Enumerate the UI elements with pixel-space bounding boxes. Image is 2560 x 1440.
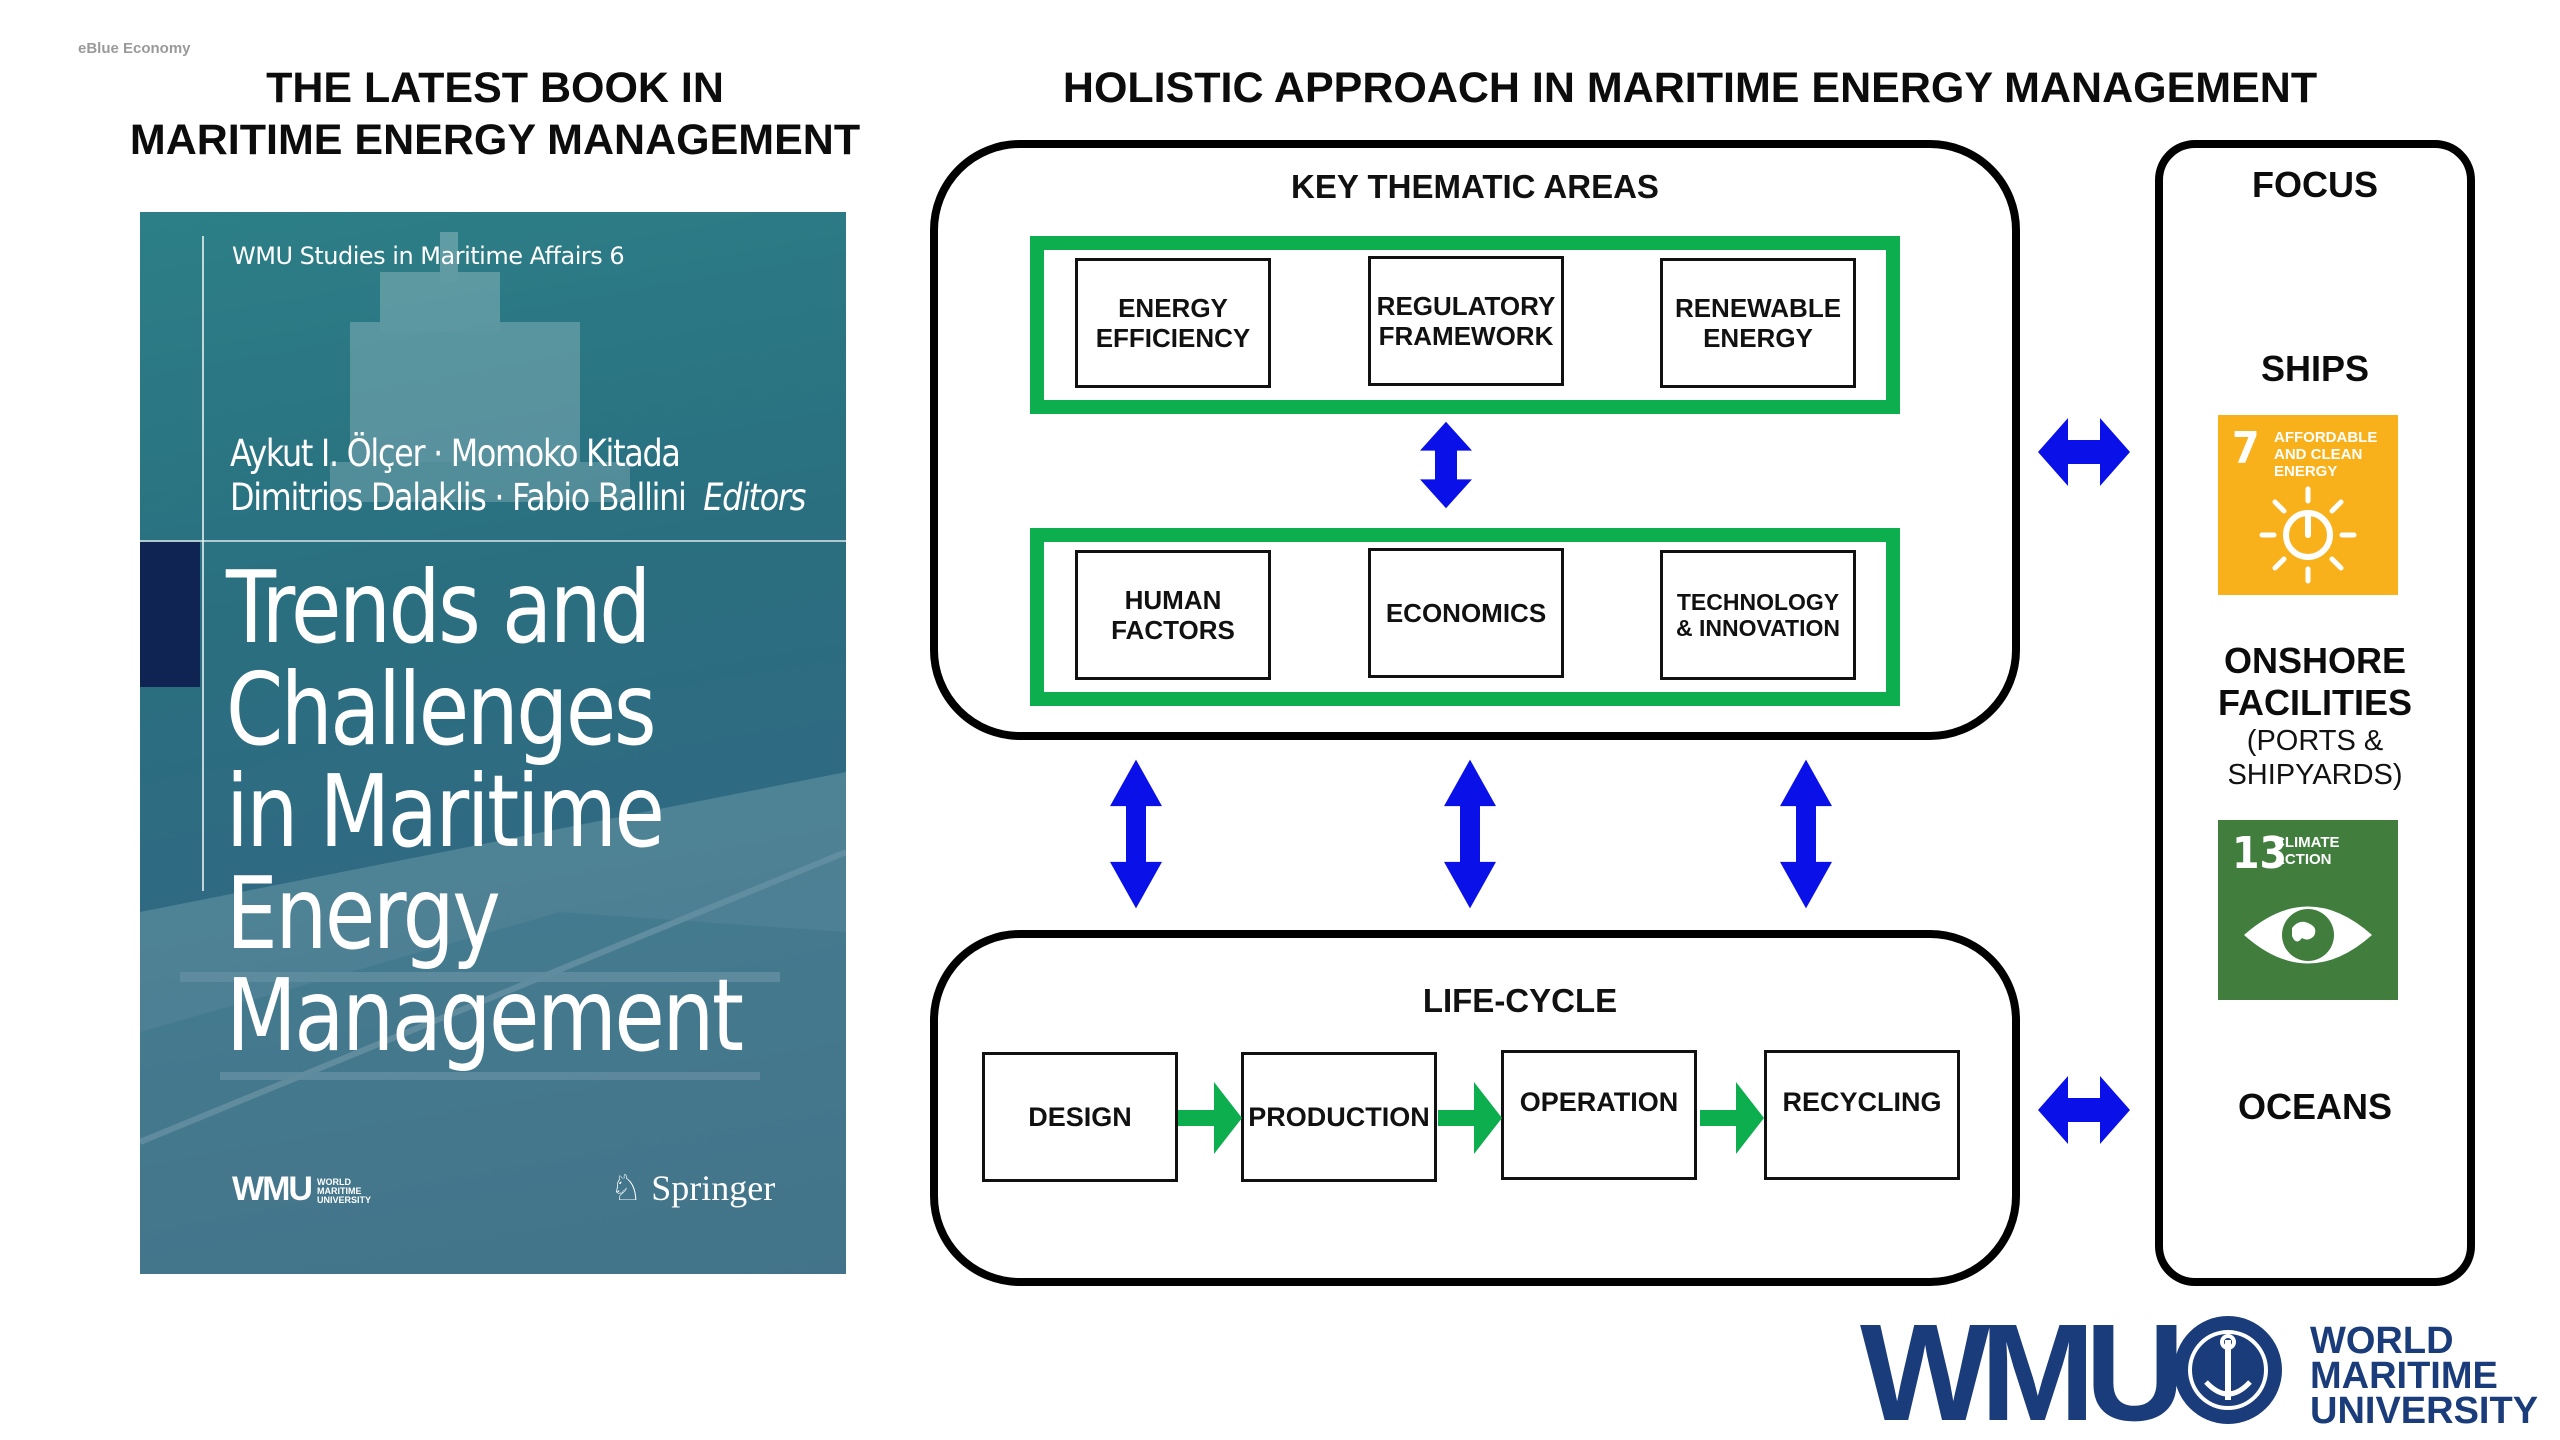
vertical-double-arrow [1110, 759, 1162, 909]
sdg13-number: 13 [2232, 828, 2288, 879]
stage-production: PRODUCTION [1241, 1052, 1437, 1182]
springer-logo: ♘ Springer [610, 1167, 775, 1209]
vertical-double-arrow [1444, 759, 1496, 909]
theme-energy-efficiency: ENERGY EFFICIENCY [1075, 258, 1271, 388]
flow-arrow [1178, 1082, 1242, 1154]
book-title-line: Energy [226, 855, 501, 972]
key-thematic-areas-title: KEY THEMATIC AREAS [1291, 168, 1659, 205]
theme-renewable-energy: RENEWABLE ENERGY [1660, 258, 1856, 388]
focus-title: FOCUS [2252, 164, 2378, 205]
theme-technology-innovation: TECHNOLOGY & INNOVATION [1660, 550, 1856, 680]
vertical-double-arrow [1780, 759, 1832, 909]
power-sun-icon [2259, 486, 2357, 584]
book-title-line: Challenges [226, 651, 657, 768]
wmu-logo-line2: MARITIME [2310, 1355, 2498, 1397]
sdg7-affordable-clean-energy-icon: 7 AFFORDABLE AND CLEAN ENERGY [2218, 415, 2398, 595]
publisher-name: Springer [651, 1168, 776, 1208]
book-title-line: Management [226, 957, 744, 1074]
focus-onshore-sub: (PORTS & SHIPYARDS) [2155, 724, 2475, 792]
focus-onshore-line1: ONSHORE [2223, 640, 2407, 681]
cover-wmu-small: WORLD MARITIME UNIVERSITY [316, 1176, 371, 1205]
theme-human-factors: HUMAN FACTORS [1075, 550, 1271, 680]
watermark: eBlue Economy [78, 40, 191, 57]
eye-globe-icon [2244, 906, 2372, 964]
ship-photo-illustration [140, 232, 846, 1274]
wmu-logo-line1: WORLD [2310, 1320, 2454, 1362]
sdg7-label: AFFORDABLE AND CLEAN ENERGY [2274, 429, 2378, 480]
focus-onshore: ONSHORE FACILITIES [2155, 640, 2475, 724]
focus-onshore-line2: FACILITIES [2217, 682, 2412, 723]
wmu-logo-text: WORLD MARITIME UNIVERSITY [2310, 1320, 2539, 1432]
book-title-line: Trends and [226, 549, 651, 666]
focus-ships: SHIPS [2260, 348, 2370, 389]
book-title-line: in Maritime [226, 753, 665, 870]
book-authors-line1: Aykut I. Ölçer · Momoko Kitada [230, 432, 681, 475]
theme-regulatory-framework: REGULATORY FRAMEWORK [1368, 256, 1564, 386]
wmu-mark-text: WMU [1860, 1310, 2177, 1430]
stage-recycling: RECYCLING [1764, 1050, 1960, 1180]
focus-oceans: OCEANS [2237, 1086, 2393, 1127]
flow-arrow [1700, 1082, 1764, 1154]
cover-navy-block [140, 542, 200, 687]
book-title: Trends and Challenges in Maritime Energy… [226, 549, 744, 1074]
book-authors: Aykut I. Ölçer · Momoko Kitada Dimitrios… [230, 432, 806, 520]
flow-arrow [1438, 1082, 1502, 1154]
sdg7-number: 7 [2232, 423, 2260, 474]
wmu-logo: WMU [1860, 1296, 2290, 1440]
sdg13-label: CLIMATE ACTION [2274, 834, 2340, 868]
focus-box [2155, 140, 2475, 1286]
wmu-mark-icon: WMU [1860, 1296, 2282, 1440]
right-heading: HOLISTIC APPROACH IN MARITIME ENERGY MAN… [1062, 64, 2318, 112]
book-editors-label: Editors [703, 476, 806, 519]
theme-economics: ECONOMICS [1368, 548, 1564, 678]
book-cover[interactable]: WMU Studies in Maritime Affairs 6 Aykut … [140, 212, 846, 1274]
cover-wmu-mark: WMU [232, 1170, 313, 1208]
left-heading-line2: MARITIME ENERGY MANAGEMENT [129, 116, 861, 164]
wmu-logo-line3: UNIVERSITY [2310, 1390, 2539, 1432]
life-cycle-title: LIFE-CYCLE [1422, 982, 1618, 1019]
sdg13-climate-action-icon: 13 CLIMATE ACTION [2218, 820, 2398, 1000]
stage-operation: OPERATION [1501, 1050, 1697, 1180]
book-series: WMU Studies in Maritime Affairs 6 [232, 242, 625, 270]
focus-onshore-sub2: SHIPYARDS) [2227, 759, 2403, 791]
left-heading-line1: THE LATEST BOOK IN [266, 64, 724, 112]
focus-onshore-sub1: (PORTS & [2246, 725, 2384, 757]
vertical-double-arrow [1420, 421, 1472, 509]
stage-design: DESIGN [982, 1052, 1178, 1182]
springer-horse-icon: ♘ [610, 1168, 643, 1208]
horizontal-double-arrow [2038, 1076, 2130, 1144]
cover-vertical-rule [202, 236, 204, 891]
horizontal-double-arrow [2038, 418, 2130, 486]
left-heading: THE LATEST BOOK IN MARITIME ENERGY MANAG… [80, 62, 910, 166]
cover-horizontal-rule [140, 540, 846, 542]
book-authors-line2: Dimitrios Dalaklis · Fabio Ballini [230, 476, 687, 519]
